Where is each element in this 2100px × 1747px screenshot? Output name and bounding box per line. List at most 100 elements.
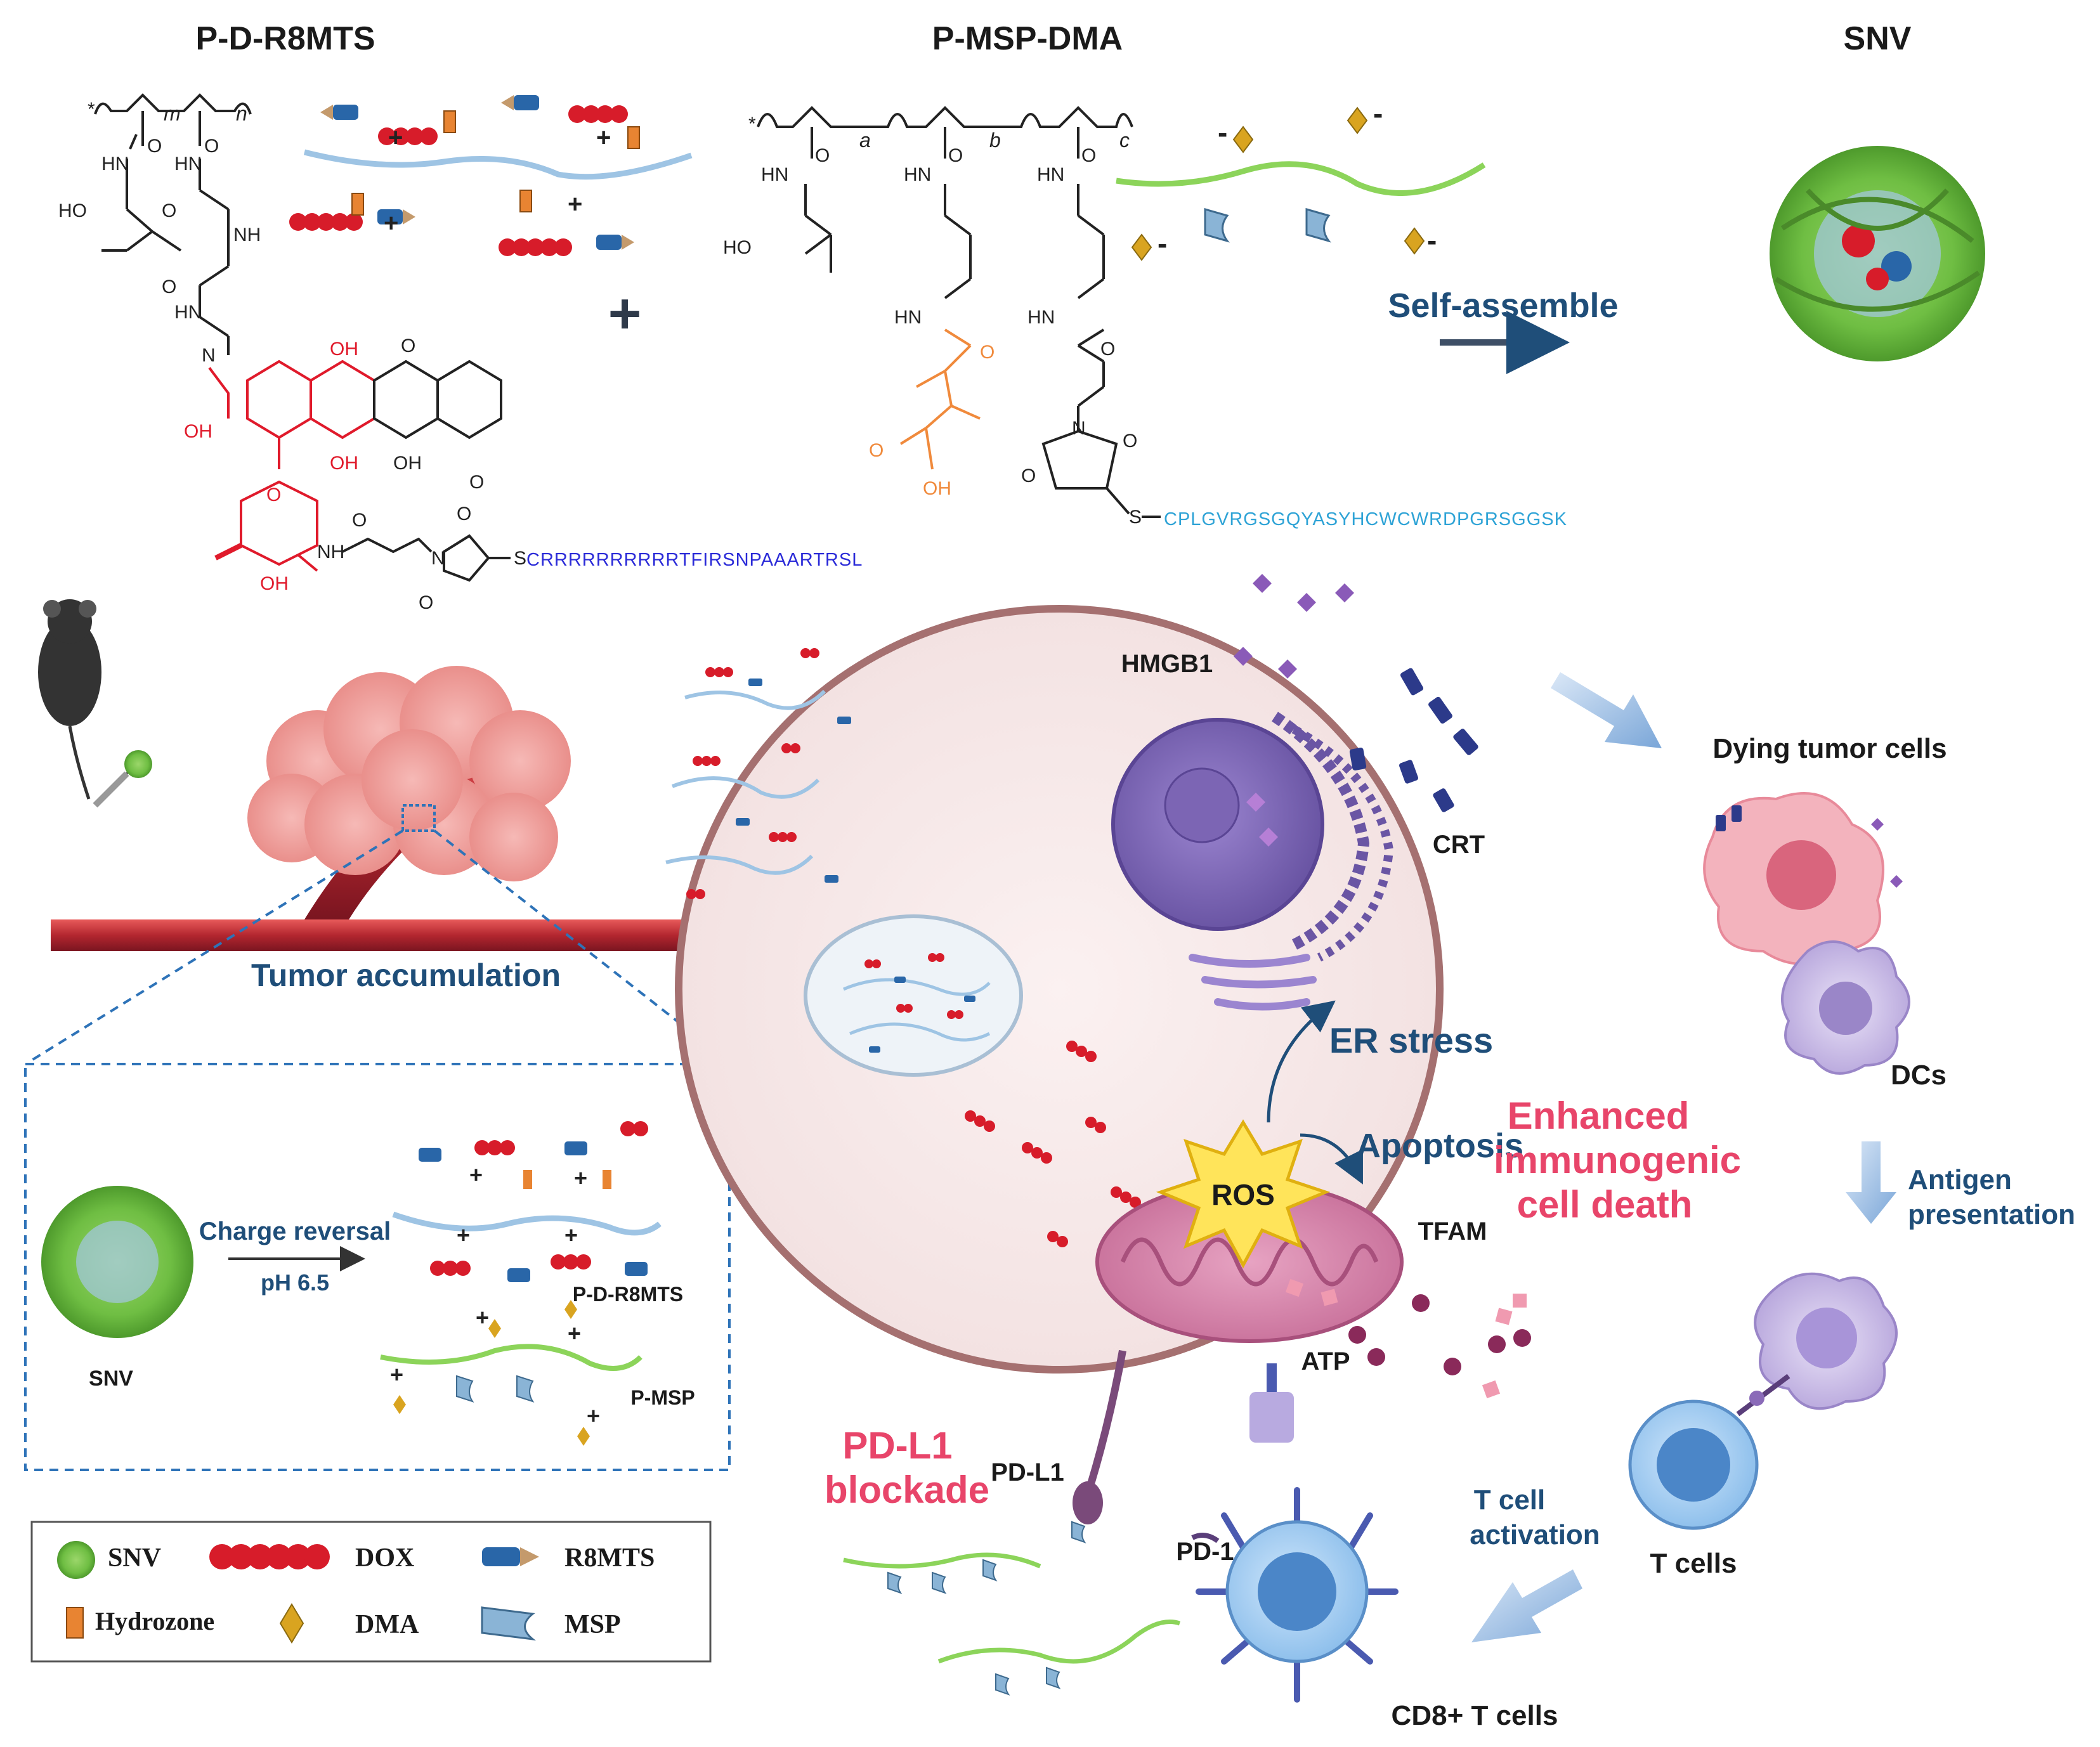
legend-snv-icon xyxy=(57,1541,95,1579)
label-er-stress: ER stress xyxy=(1329,1020,1493,1060)
atom-hn: HN xyxy=(904,164,931,185)
p-d-r8mts-schematic: + + + + xyxy=(289,95,693,256)
inset-pdr8mts xyxy=(392,1121,662,1282)
atom-hn: HN xyxy=(101,153,129,174)
mitochondrion xyxy=(1095,1181,1404,1343)
header-p-d-r8mts: P-D-R8MTS xyxy=(195,20,375,57)
inset-label-pmsp: P-MSP xyxy=(630,1386,695,1409)
zoom-box xyxy=(401,804,436,832)
atom-o: O xyxy=(869,440,884,461)
atom-star: * xyxy=(748,114,756,134)
label-blockade-line2: blockade xyxy=(825,1469,989,1511)
label-cd8: CD8+ T cells xyxy=(1392,1700,1558,1731)
p-msp-dma-atoms: * O O O a b c HN HN HN HO HN HN O N O O … xyxy=(723,114,1142,528)
atom-o: O xyxy=(266,484,281,505)
atom-o: O xyxy=(352,510,367,531)
atom-ho: HO xyxy=(723,237,752,258)
legend-dma: DMA xyxy=(355,1610,419,1639)
label-antigen-line1: Antigen xyxy=(1908,1164,2012,1195)
r8mts-units xyxy=(320,95,634,250)
atom-o: O xyxy=(815,145,830,166)
dox-atoms-dark: O OH O NH O N O O S xyxy=(317,335,526,613)
atom-hn: HN xyxy=(761,164,788,185)
inset-label-pdr8mts: P-D-R8MTS xyxy=(573,1283,683,1306)
inset-label-snv: SNV xyxy=(89,1367,133,1391)
atom-o: O xyxy=(419,592,433,613)
released-dox-r8mts xyxy=(965,1041,1141,1247)
legend-r8mts: R8MTS xyxy=(564,1543,655,1573)
pdl1-head xyxy=(1073,1481,1103,1524)
plus-sign: + xyxy=(568,1320,581,1346)
linker-r8mts xyxy=(342,534,511,582)
atom-hn: HN xyxy=(1037,164,1064,185)
arrow-to-dying xyxy=(1551,672,1662,748)
atom-o: O xyxy=(1021,465,1036,486)
p-msp-blocking xyxy=(843,1521,1181,1696)
label-t-cells: T cells xyxy=(1650,1548,1737,1579)
zoom-line-left xyxy=(27,829,404,1063)
crt-markers xyxy=(1349,668,1478,812)
plus-sign: + xyxy=(388,124,403,152)
endosome xyxy=(804,914,1023,1077)
label-crt: CRT xyxy=(1433,831,1485,859)
dox-atoms: OH OH OH O OH xyxy=(184,339,358,594)
legend-dma-icon xyxy=(279,1603,304,1644)
legend-r8mts-icon xyxy=(482,1547,539,1566)
charge-plus: + + + + xyxy=(384,124,611,237)
subscript-n: n xyxy=(236,102,247,125)
arrow-to-er xyxy=(1267,1000,1336,1123)
atom-oh: OH xyxy=(393,453,422,474)
arrow-t-activation xyxy=(1471,1569,1582,1642)
plus-sign: + xyxy=(568,190,582,218)
dma-atoms: O O OH xyxy=(869,342,995,499)
atom-o: O xyxy=(469,472,484,493)
atom-hn: HN xyxy=(1027,307,1055,328)
label-dcs: DCs xyxy=(1891,1060,1947,1091)
plus-sign: + xyxy=(596,124,611,152)
atom-n: N xyxy=(431,548,445,569)
legend-dox-icon xyxy=(209,1544,330,1569)
atom-o: O xyxy=(980,342,995,363)
tfam-released xyxy=(1482,1294,1527,1399)
label-self-assemble: Self-assemble xyxy=(1388,287,1618,325)
legend-dox: DOX xyxy=(355,1543,414,1573)
inset-pmsp xyxy=(380,1300,642,1446)
atom-o: O xyxy=(162,200,176,221)
minus-sign: - xyxy=(1218,116,1227,149)
atom-hn: HN xyxy=(174,153,202,174)
atom-o: O xyxy=(147,136,162,157)
atom-o: O xyxy=(457,503,471,524)
tfam-squares xyxy=(1285,1278,1338,1306)
atom-oh: OH xyxy=(330,453,358,474)
label-t-activation-line1: T cell xyxy=(1474,1484,1546,1516)
minus-sign: - xyxy=(1158,227,1167,260)
legend-frame xyxy=(30,1521,712,1663)
atom-s: S xyxy=(514,548,526,569)
plus-sign: + xyxy=(390,1361,403,1387)
minus-sign: - xyxy=(1373,97,1383,130)
plus-sign: + xyxy=(384,209,398,237)
label-atp: ATP xyxy=(1301,1348,1350,1375)
dox-chain xyxy=(289,105,628,256)
legend-hydrozone: Hydrozone xyxy=(95,1607,214,1635)
dma-diamonds xyxy=(1131,107,1425,261)
dox-molecule xyxy=(208,360,502,572)
combine-plus: + xyxy=(608,282,642,346)
p-d-r8mts-structure xyxy=(94,93,252,355)
label-ros: ROS xyxy=(1211,1178,1275,1211)
label-tfam: TFAM xyxy=(1418,1218,1487,1245)
label-icd-line2: immunogenic xyxy=(1494,1139,1741,1181)
dendritic-cell-top xyxy=(1781,940,1910,1075)
plus-sign: + xyxy=(564,1222,578,1248)
plus-sign: + xyxy=(587,1403,600,1429)
msp-units xyxy=(1204,208,1331,243)
atom-o: O xyxy=(1100,339,1115,360)
p-d-r8mts-atoms: * O O m n HN HN HO O NH O HN N xyxy=(58,99,261,366)
legend-snv: SNV xyxy=(108,1543,161,1573)
atom-o: O xyxy=(1123,431,1137,451)
legend: SNV DOX R8MTS Hydrozone DMA MSP xyxy=(30,1521,712,1663)
arrow-apoptosis xyxy=(1300,1133,1363,1185)
inset-box xyxy=(24,1063,731,1471)
header-p-msp-dma: P-MSP-DMA xyxy=(932,20,1123,57)
label-tumor-accumulation: Tumor accumulation xyxy=(251,958,561,993)
